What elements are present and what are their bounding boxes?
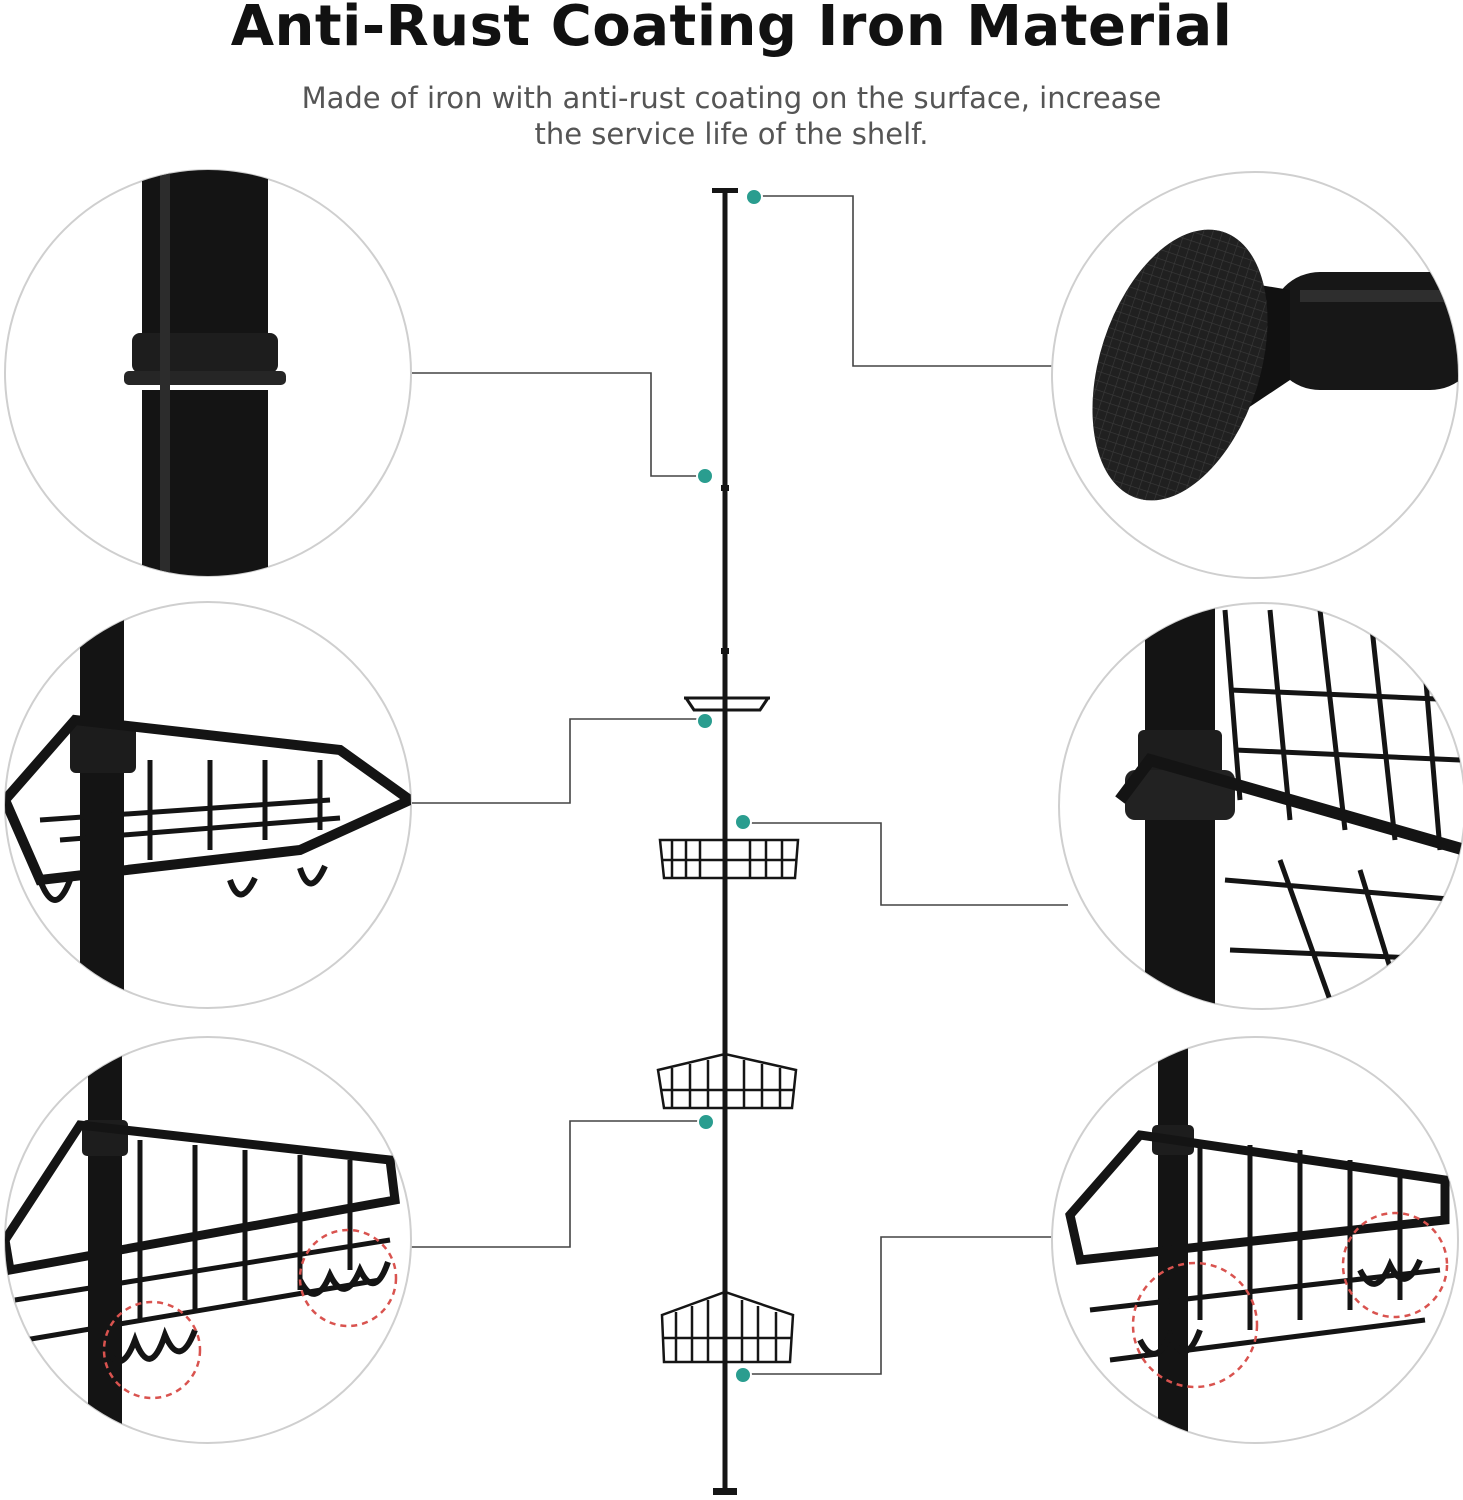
detail-soap-tray <box>4 601 412 1009</box>
marker-joint <box>696 467 714 485</box>
mini-basket-2 <box>656 1052 798 1110</box>
mini-soap-tray <box>684 696 770 712</box>
subtitle-line-1: Made of iron with anti-rust coating on t… <box>301 81 1162 115</box>
marker-hooks <box>697 1113 715 1131</box>
marker-endcap <box>745 188 763 206</box>
highlight-circle-right-2 <box>1341 1211 1449 1319</box>
detail-basket-hooks <box>4 1036 412 1444</box>
mini-basket-1 <box>658 838 800 880</box>
marker-clamp <box>734 813 752 831</box>
page-subtitle: Made of iron with anti-rust coating on t… <box>0 80 1463 152</box>
bottom-cap <box>713 1488 737 1495</box>
callout-line-hooks <box>411 1120 705 1248</box>
page-title: Anti-Rust Coating Iron Material <box>230 0 1233 59</box>
highlight-circle-left-2 <box>1131 1261 1259 1389</box>
detail-suction-end-cap <box>1051 171 1459 579</box>
shelf-pole <box>656 188 800 1495</box>
callout-line-joint <box>411 372 705 477</box>
callout-line-corner-hooks <box>744 1236 1052 1375</box>
highlight-circle-left <box>102 1300 202 1400</box>
detail-corner-basket-hooks <box>1051 1036 1459 1444</box>
detail-basket-clamp <box>1058 602 1463 1010</box>
callout-line-endcap <box>755 195 1052 367</box>
highlight-circle-right <box>298 1228 398 1328</box>
markers <box>696 188 763 1384</box>
callout-line-clamp <box>744 822 1068 906</box>
detail-pole-joint <box>4 169 412 577</box>
marker-soap-tray <box>696 712 714 730</box>
mini-basket-3 <box>660 1290 795 1364</box>
subtitle-line-2: the service life of the shelf. <box>534 117 929 151</box>
top-cap <box>712 188 738 193</box>
callout-lines <box>411 195 1068 1375</box>
marker-corner-hooks <box>734 1366 752 1384</box>
callout-line-soap-tray <box>411 718 705 804</box>
